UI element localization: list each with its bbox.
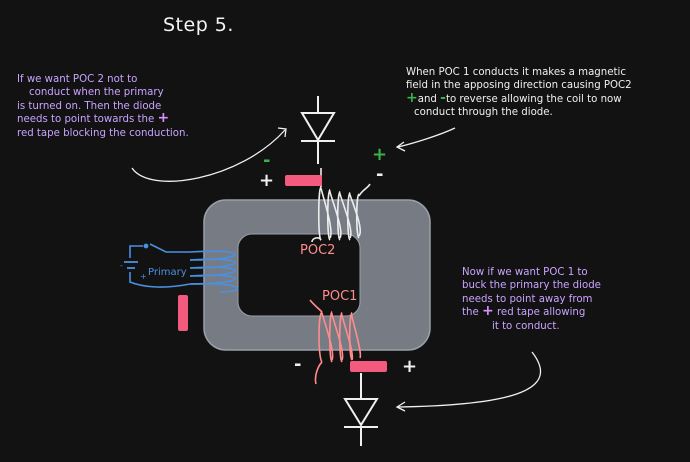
arrow-bottom-note-to-bottom-diode	[397, 351, 542, 408]
arrows	[131, 127, 542, 412]
right-bottom-note-line-1: Now if we want POC 1 to	[462, 267, 588, 278]
right-bottom-note-line-4: red tape allowing	[496, 307, 586, 319]
primary-red-tape	[178, 295, 188, 331]
poc1-red-tape	[350, 361, 387, 372]
poc2-green-plus: +	[372, 144, 388, 165]
core-window	[237, 233, 361, 317]
poc1-label: POC1	[322, 289, 358, 304]
step-title: Step 5.	[163, 14, 234, 36]
right-top-note-line-4: conduct through the diode.	[414, 107, 553, 119]
right-top-note-line-3: to reverse allowing the coil to now	[445, 93, 622, 105]
purple-plus-sign: +	[157, 110, 170, 127]
poc2-white-minus: -	[376, 164, 384, 185]
primary-coil	[129, 243, 239, 293]
poc2-label: POC2	[300, 243, 336, 258]
svg-text:+: +	[140, 272, 147, 281]
left-note-line-3: is turned on. Then the diode	[17, 100, 162, 112]
primary-label: Primary	[148, 267, 187, 278]
right-top-note-and: and	[417, 93, 437, 105]
right-bottom-note-the: the	[462, 307, 479, 319]
green-plus-sign: +	[406, 89, 418, 106]
top-diode	[300, 96, 336, 164]
green-minus-sign: -	[440, 89, 446, 106]
poc2-white-plus: +	[259, 170, 275, 191]
poc1-coil	[309, 299, 362, 385]
svg-text:-: -	[120, 261, 123, 270]
left-note-line-4: needs to point towards the	[17, 114, 155, 126]
poc2-red-tape	[285, 175, 322, 186]
right-bottom-note-line-5: it to conduct.	[492, 320, 560, 332]
right-top-note-line-1: When POC 1 conducts it makes a magnetic	[406, 67, 626, 78]
poc1-white-minus: -	[294, 354, 302, 375]
arrow-left-note-to-top-diode	[131, 129, 286, 182]
left-note: If we want POC 2 not to conduct when the…	[17, 73, 189, 140]
right-bottom-note-line-3: needs to point away from	[462, 293, 593, 305]
poc2-green-minus: -	[263, 150, 271, 171]
left-note-line-5: red tape blocking the conduction.	[17, 127, 189, 139]
arrow-right-note-to-poc2-plus	[397, 127, 456, 148]
right-bottom-note: Now if we want POC 1 to buck the primary…	[462, 266, 601, 333]
left-note-line-1: If we want POC 2 not to	[17, 74, 138, 85]
left-note-line-2: conduct when the primary	[29, 87, 164, 99]
right-top-note-line-2: field in the apposing direction causing …	[406, 80, 632, 92]
battery-symbol: - +	[120, 261, 147, 281]
poc1-white-plus: +	[402, 356, 418, 377]
purple-plus-sign-2: +	[481, 303, 494, 320]
right-top-note: When POC 1 conducts it makes a magnetic …	[406, 66, 632, 120]
bottom-diode	[343, 373, 379, 446]
right-bottom-note-line-2: buck the primary the diode	[462, 280, 601, 292]
